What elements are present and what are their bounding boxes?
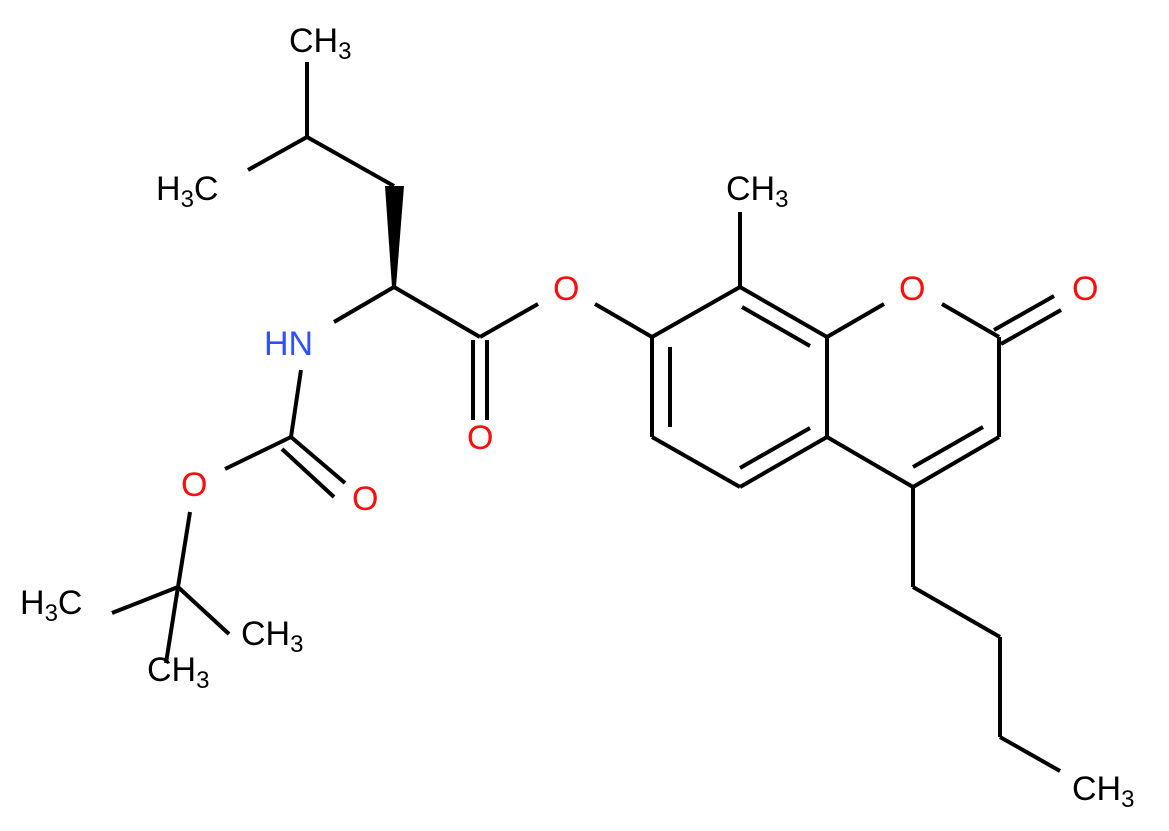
h3c-tbu-label: H3C xyxy=(20,584,82,627)
ch3-tbu-bottom-label: CH3 xyxy=(147,651,209,694)
oxygen-ester-link-label: O xyxy=(553,270,579,308)
stereo-wedge xyxy=(385,186,404,287)
oxygen-boc-ester-label: O xyxy=(181,466,207,504)
ch3-butyl-label: CH3 xyxy=(1072,770,1134,813)
ch3-top-label: CH3 xyxy=(289,22,351,65)
atom-labels: CH3 H3C HN O O H3C CH3 CH3 O O CH3 O O C… xyxy=(20,22,1134,813)
oxygen-boc-carbonyl-label: O xyxy=(352,480,378,518)
h3c-isobutyl-label: H3C xyxy=(156,170,218,213)
oxygen-lactone-carbonyl-label: O xyxy=(1072,270,1098,308)
ch3-c8-label: CH3 xyxy=(726,170,788,213)
oxygen-ring-label: O xyxy=(899,270,925,308)
nitrogen-label: HN xyxy=(264,325,313,363)
oxygen-ester-carbonyl-label: O xyxy=(467,419,493,457)
bonds xyxy=(111,62,1062,773)
ch3-tbu-right-label: CH3 xyxy=(241,615,303,658)
